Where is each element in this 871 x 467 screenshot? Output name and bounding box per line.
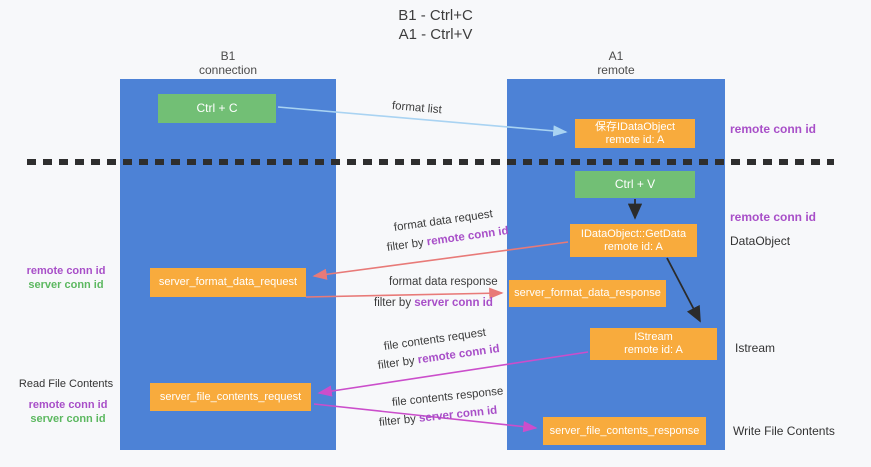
filter-by-text: filter by: [374, 297, 415, 309]
title-line-1: B1 - Ctrl+C: [398, 7, 473, 24]
title-line-2: A1 - Ctrl+V: [398, 26, 473, 43]
server-conn-id-text: server conn id: [414, 297, 493, 309]
dataobject-label: DataObject: [730, 234, 791, 248]
left-server-conn-id-label-2: server conn id: [30, 413, 106, 425]
idataobject-getdata-box: IDataObject::GetData remote id: A: [570, 224, 697, 257]
server-format-data-request-box: server_format_data_request: [150, 268, 306, 297]
getdata-line1: IDataObject::GetData: [580, 227, 687, 240]
column-a1-subtitle: remote: [597, 63, 635, 77]
server-conn-id-text: server conn id: [418, 404, 498, 425]
format-list-label: format list: [391, 100, 443, 117]
right-remote-conn-id-label-2: remote conn id: [730, 210, 817, 224]
filter-by-text: filter by: [377, 354, 419, 372]
save-idataobject-line1: 保存IDataObject: [594, 120, 676, 133]
istream-line1: IStream: [634, 331, 673, 343]
save-idataobject-line2: remote id: A: [605, 133, 665, 146]
server-file-contents-request-box: server_file_contents_request: [150, 383, 311, 411]
server-file-contents-response-box: server_file_contents_response: [543, 417, 706, 445]
istream-box: IStream remote id: A: [590, 328, 717, 360]
save-idataobject-box: 保存IDataObject remote id: A: [575, 119, 695, 148]
getdata-line2: remote id: A: [604, 240, 663, 253]
left-server-conn-id-label-1: server conn id: [28, 279, 104, 291]
write-file-contents-label: Write File Contents: [733, 424, 835, 438]
server-format-data-response-label: server_format_data_response: [514, 287, 661, 299]
ctrl-v-box: Ctrl + V: [575, 171, 695, 198]
server-file-contents-request-label: server_file_contents_request: [159, 390, 302, 403]
ctrl-v-label: Ctrl + V: [614, 177, 656, 191]
column-a1-name: A1: [608, 49, 624, 63]
column-b1-name: B1: [220, 49, 236, 63]
column-header-a1: A1 remote: [507, 49, 725, 77]
left-remote-conn-id-label-1: remote conn id: [26, 265, 106, 277]
ctrl-c-label: Ctrl + C: [196, 101, 238, 115]
read-file-contents-label: Read File Contents: [18, 378, 114, 390]
diagram-title: B1 - Ctrl+C A1 - Ctrl+V: [0, 6, 871, 44]
left-remote-conn-id-label-2: remote conn id: [28, 399, 108, 411]
filter-by-text: filter by: [378, 412, 420, 429]
server-format-data-response-box: server_format_data_response: [509, 280, 666, 307]
remote-conn-id-text: remote conn id: [426, 224, 510, 249]
column-header-b1: B1 connection: [120, 49, 336, 77]
ctrl-c-box: Ctrl + C: [158, 94, 276, 123]
server-format-data-request-label: server_format_data_request: [158, 276, 298, 288]
column-b1-subtitle: connection: [198, 63, 258, 77]
server-file-contents-response-label: server_file_contents_response: [549, 424, 700, 437]
format-data-response-label: format data response: [389, 276, 498, 288]
dashed-divider: [27, 159, 834, 165]
filter-by-server-conn-id-label-1: filter by server conn id: [374, 297, 493, 309]
filter-by-text: filter by: [386, 236, 428, 254]
right-remote-conn-id-label-1: remote conn id: [730, 122, 817, 136]
istream-side-label: Istream: [735, 341, 776, 355]
istream-line2: remote id: A: [624, 344, 683, 356]
